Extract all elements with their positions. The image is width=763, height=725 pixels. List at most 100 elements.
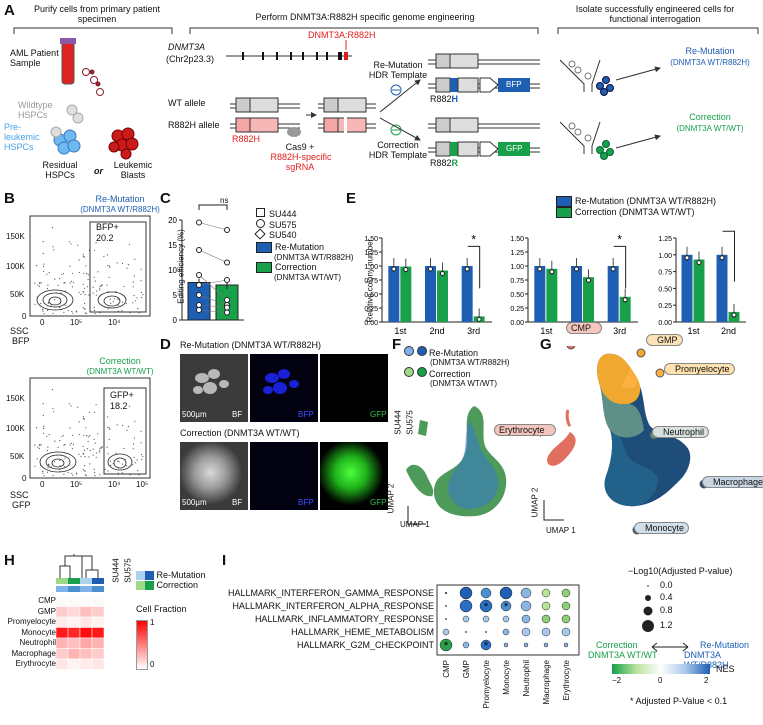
i-pathway-2: HALLMARK_INTERFERON_ALPHA_RESPONSE — [232, 601, 434, 611]
flow-event — [82, 290, 84, 293]
e-point — [537, 266, 543, 272]
sgrna-label-1: R882H-specific — [270, 152, 332, 162]
flow-event — [34, 444, 36, 446]
corr-output-geno: (DNMT3A WT/WT) — [676, 124, 744, 133]
flow-event — [115, 452, 117, 454]
flow-event — [42, 265, 45, 268]
h-row-macrophage: Macrophage — [11, 648, 56, 658]
flow-event — [93, 309, 96, 311]
h-legend-remut: Re-Mutation — [136, 570, 206, 581]
i-col-erythrocyte: Erythrocyte — [562, 660, 571, 701]
flow-event — [82, 445, 84, 447]
flow-event — [43, 270, 45, 272]
b-bot-ytick-2: 100K — [6, 424, 25, 433]
flow-event — [85, 427, 87, 429]
i-dot — [484, 630, 488, 634]
h-sample-bar — [56, 586, 68, 592]
flow-event — [42, 241, 44, 243]
flow-event — [71, 286, 74, 288]
e-ytick-label: 0.00 — [658, 320, 672, 327]
flow-event — [59, 468, 61, 470]
b-bot-xtick-2: 10⁵ — [70, 480, 83, 489]
c-ytick-label: 20 — [168, 216, 177, 225]
flow-event — [72, 474, 74, 476]
flow-event — [138, 474, 140, 476]
flow-event — [125, 465, 128, 467]
flow-event — [141, 458, 143, 461]
d-bf-2: BF — [232, 498, 243, 507]
flow-event — [64, 452, 66, 454]
c-point — [224, 227, 230, 233]
flow-event — [53, 249, 55, 251]
c-point — [196, 292, 202, 298]
flow-event — [70, 442, 72, 444]
h-cell — [56, 648, 69, 660]
flow-event — [42, 252, 44, 255]
flow-event — [103, 255, 105, 258]
flow-event — [87, 436, 89, 438]
i-col-neutrophil: Neutrophil — [522, 660, 531, 697]
b-top-xtick-1: 0 — [40, 318, 45, 327]
corr-template-2: HDR Template — [368, 150, 428, 160]
flow-event — [85, 313, 87, 315]
flow-event — [99, 312, 101, 314]
flow-event — [37, 446, 39, 448]
e-point — [428, 266, 433, 272]
panel-label-h: H — [4, 552, 15, 569]
d-corr-gfp — [320, 442, 388, 510]
b-bot-ytick-3: 50K — [10, 452, 25, 461]
e-xtick-label: 2nd — [429, 326, 444, 336]
flow-event — [121, 472, 123, 474]
remut-output-geno: (DNMT3A WT/R882H) — [670, 58, 750, 67]
i-dotplot: **** — [436, 584, 580, 656]
b-bot-xtick-3: 10⁴ — [108, 480, 121, 489]
flow-event — [124, 297, 126, 299]
e-ytick-label: 1.50 — [510, 236, 524, 243]
i-dot — [503, 642, 509, 648]
c-pair-line — [198, 309, 228, 313]
flow-event — [52, 246, 54, 248]
bfp-cassette: BFP — [506, 80, 522, 89]
flow-event — [96, 290, 98, 292]
flow-event — [134, 420, 136, 422]
flow-event — [59, 459, 61, 461]
flow-event — [63, 473, 65, 475]
d-gfp-1: GFP — [370, 410, 387, 419]
flow-event — [96, 452, 98, 454]
g-label-promyelocyte: Promyelocyte — [664, 363, 735, 375]
e-point — [464, 266, 470, 272]
flow-event — [95, 404, 97, 406]
flow-event — [109, 298, 111, 300]
f-umap1: UMAP 1 — [400, 520, 430, 529]
flow-event — [67, 471, 69, 474]
flow-event — [86, 273, 88, 275]
panel-label-b: B — [4, 190, 15, 207]
flow-event — [84, 474, 86, 476]
flow-event — [70, 280, 72, 282]
flow-event — [104, 468, 106, 470]
flow-event — [82, 307, 84, 309]
flow-event — [39, 282, 41, 284]
g-umap1: UMAP 1 — [546, 526, 576, 535]
c-point — [196, 219, 202, 226]
flow-event — [84, 302, 86, 305]
c-pair-line — [198, 274, 228, 301]
e-point — [391, 266, 397, 272]
flow-event — [59, 439, 61, 442]
i-dot — [459, 586, 473, 600]
h-row-erythrocyte: Erythrocyte — [15, 659, 56, 668]
flow-event — [116, 424, 118, 426]
flow-event — [107, 453, 109, 455]
flow-event — [72, 434, 74, 436]
b-bot-xtick-4: 10⁵ — [136, 480, 149, 489]
g-label-macrophage: Macrophage — [702, 476, 763, 488]
r882h-edited: R882H — [430, 94, 459, 104]
flow-event — [126, 429, 128, 431]
flow-event — [68, 241, 70, 243]
h-cell — [67, 648, 81, 660]
flow-event — [78, 271, 80, 274]
h-cell — [91, 595, 105, 607]
e-sig-bracket — [613, 245, 627, 289]
flow-event — [117, 460, 119, 462]
flow-event — [55, 454, 58, 456]
